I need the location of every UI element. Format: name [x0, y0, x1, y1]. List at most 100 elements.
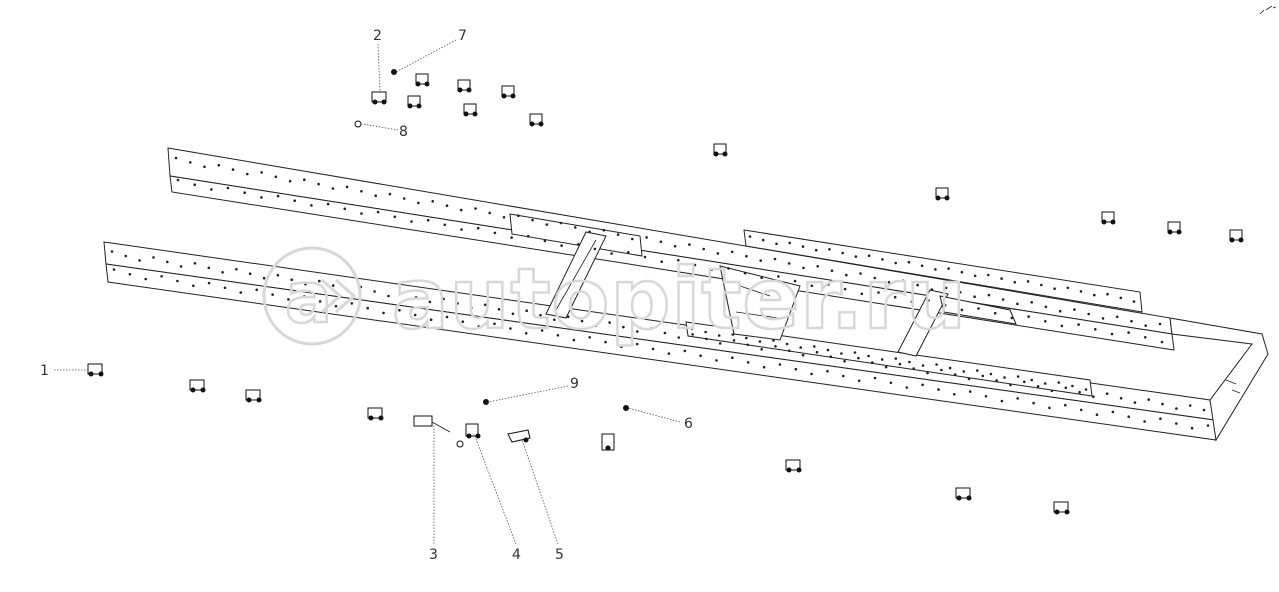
rivet-hole — [345, 185, 349, 189]
rivet-hole — [934, 268, 937, 271]
rivet-hole — [193, 183, 196, 186]
rivet-hole — [710, 268, 713, 272]
rivet-hole — [853, 351, 857, 354]
rivet-hole — [543, 239, 547, 243]
rivet-hole — [973, 274, 977, 278]
bracket-icon — [1167, 221, 1182, 235]
watermark-text: autopiter.ru — [392, 250, 967, 348]
bracket-icon — [507, 429, 531, 443]
rivet-hole — [843, 359, 846, 363]
rivet-hole — [778, 363, 782, 366]
rivet-hole — [243, 191, 246, 194]
rivet-hole — [760, 276, 763, 280]
rivet-hole — [540, 329, 544, 332]
rivet-hole — [1110, 332, 1114, 336]
rivet-hole — [745, 254, 748, 258]
rivet-hole — [290, 278, 294, 282]
rivet-hole — [388, 192, 392, 196]
rivet-hole — [984, 395, 988, 398]
rivet-hole — [718, 342, 722, 345]
rivet-hole — [1094, 328, 1097, 331]
rivet-hole — [176, 178, 180, 182]
rivet-hole — [493, 231, 497, 235]
rivet-hole — [921, 383, 924, 387]
rivet-hole — [995, 379, 998, 382]
rivet-hole — [176, 279, 179, 283]
rivet-hole — [1057, 381, 1061, 384]
rivet-hole — [902, 279, 905, 283]
rivet-hole — [894, 357, 898, 360]
rivet-hole — [1105, 392, 1109, 396]
rivet-hole — [1079, 290, 1083, 293]
rivet-hole — [745, 336, 748, 340]
rivet-hole — [732, 339, 736, 342]
rivet-hole — [794, 367, 798, 371]
rivet-hole — [566, 315, 570, 319]
rivet-hole — [531, 218, 534, 222]
rivet-hole — [663, 331, 667, 335]
rivet-hole — [477, 325, 481, 328]
rivet-hole — [854, 255, 858, 258]
rivet-hole — [545, 223, 549, 226]
rivet-hole — [524, 332, 528, 335]
rivet-hole — [677, 336, 680, 339]
callout-7: 7 — [458, 28, 467, 44]
rivet-hole — [166, 260, 169, 264]
rivet-hole — [841, 251, 844, 255]
rivet-hole — [588, 230, 591, 234]
rivet-hole — [937, 388, 940, 391]
rivet-hole — [393, 215, 397, 219]
rivet-hole — [643, 255, 647, 259]
rivet-hole — [1130, 319, 1133, 323]
rivet-hole — [1093, 293, 1096, 297]
rivet-hole — [207, 281, 211, 285]
rivet-hole — [801, 353, 805, 357]
rivet-hole — [429, 318, 433, 322]
rivet-hole — [511, 312, 515, 316]
rivet-hole — [788, 241, 791, 245]
rivet-hole — [702, 247, 705, 251]
rivet-hole — [631, 237, 634, 241]
rivet-hole — [1143, 420, 1146, 423]
rivet-hole — [1133, 401, 1137, 404]
rivet-hole — [235, 268, 238, 271]
rivet-hole — [673, 244, 677, 248]
rivet-hole — [620, 345, 623, 349]
rivet-hole — [138, 259, 141, 262]
rivet-hole — [827, 283, 830, 286]
callout-9: 9 — [570, 376, 579, 392]
rivet-hole — [772, 339, 775, 342]
washer-icon — [354, 120, 362, 128]
leader-lines — [54, 39, 681, 545]
rivet-hole — [860, 292, 864, 296]
rivet-hole — [262, 276, 266, 280]
rivet-hole — [927, 299, 930, 302]
rivet-hole — [331, 284, 335, 287]
bracket-icon — [1229, 229, 1244, 243]
rivet-hole — [916, 283, 919, 287]
rivet-hole — [1064, 386, 1068, 390]
rivet-hole — [802, 266, 805, 270]
rivet-hole — [743, 271, 747, 275]
rivet-hole — [1115, 315, 1119, 319]
rivet-hole — [691, 333, 694, 336]
rivet-hole — [758, 340, 762, 343]
bracket-icon — [935, 187, 950, 201]
rivet-hole — [274, 175, 278, 179]
callout-1: 1 — [40, 363, 49, 379]
rivet-hole — [1202, 408, 1206, 412]
bracket-icon — [713, 143, 728, 157]
rivet-hole — [845, 273, 848, 277]
rivet-hole — [775, 242, 778, 246]
rivet-hole — [1003, 376, 1006, 379]
rivet-hole — [445, 204, 449, 207]
rivet-hole — [1160, 340, 1164, 344]
rivet-hole — [604, 340, 607, 344]
bolt-icon — [483, 399, 489, 405]
rivet-hole — [746, 361, 750, 364]
rivet-hole — [398, 308, 401, 312]
rivet-hole — [1044, 305, 1048, 309]
rivet-hole — [160, 275, 163, 278]
rivet-hole — [884, 365, 888, 369]
rivet-hole — [1010, 316, 1014, 320]
